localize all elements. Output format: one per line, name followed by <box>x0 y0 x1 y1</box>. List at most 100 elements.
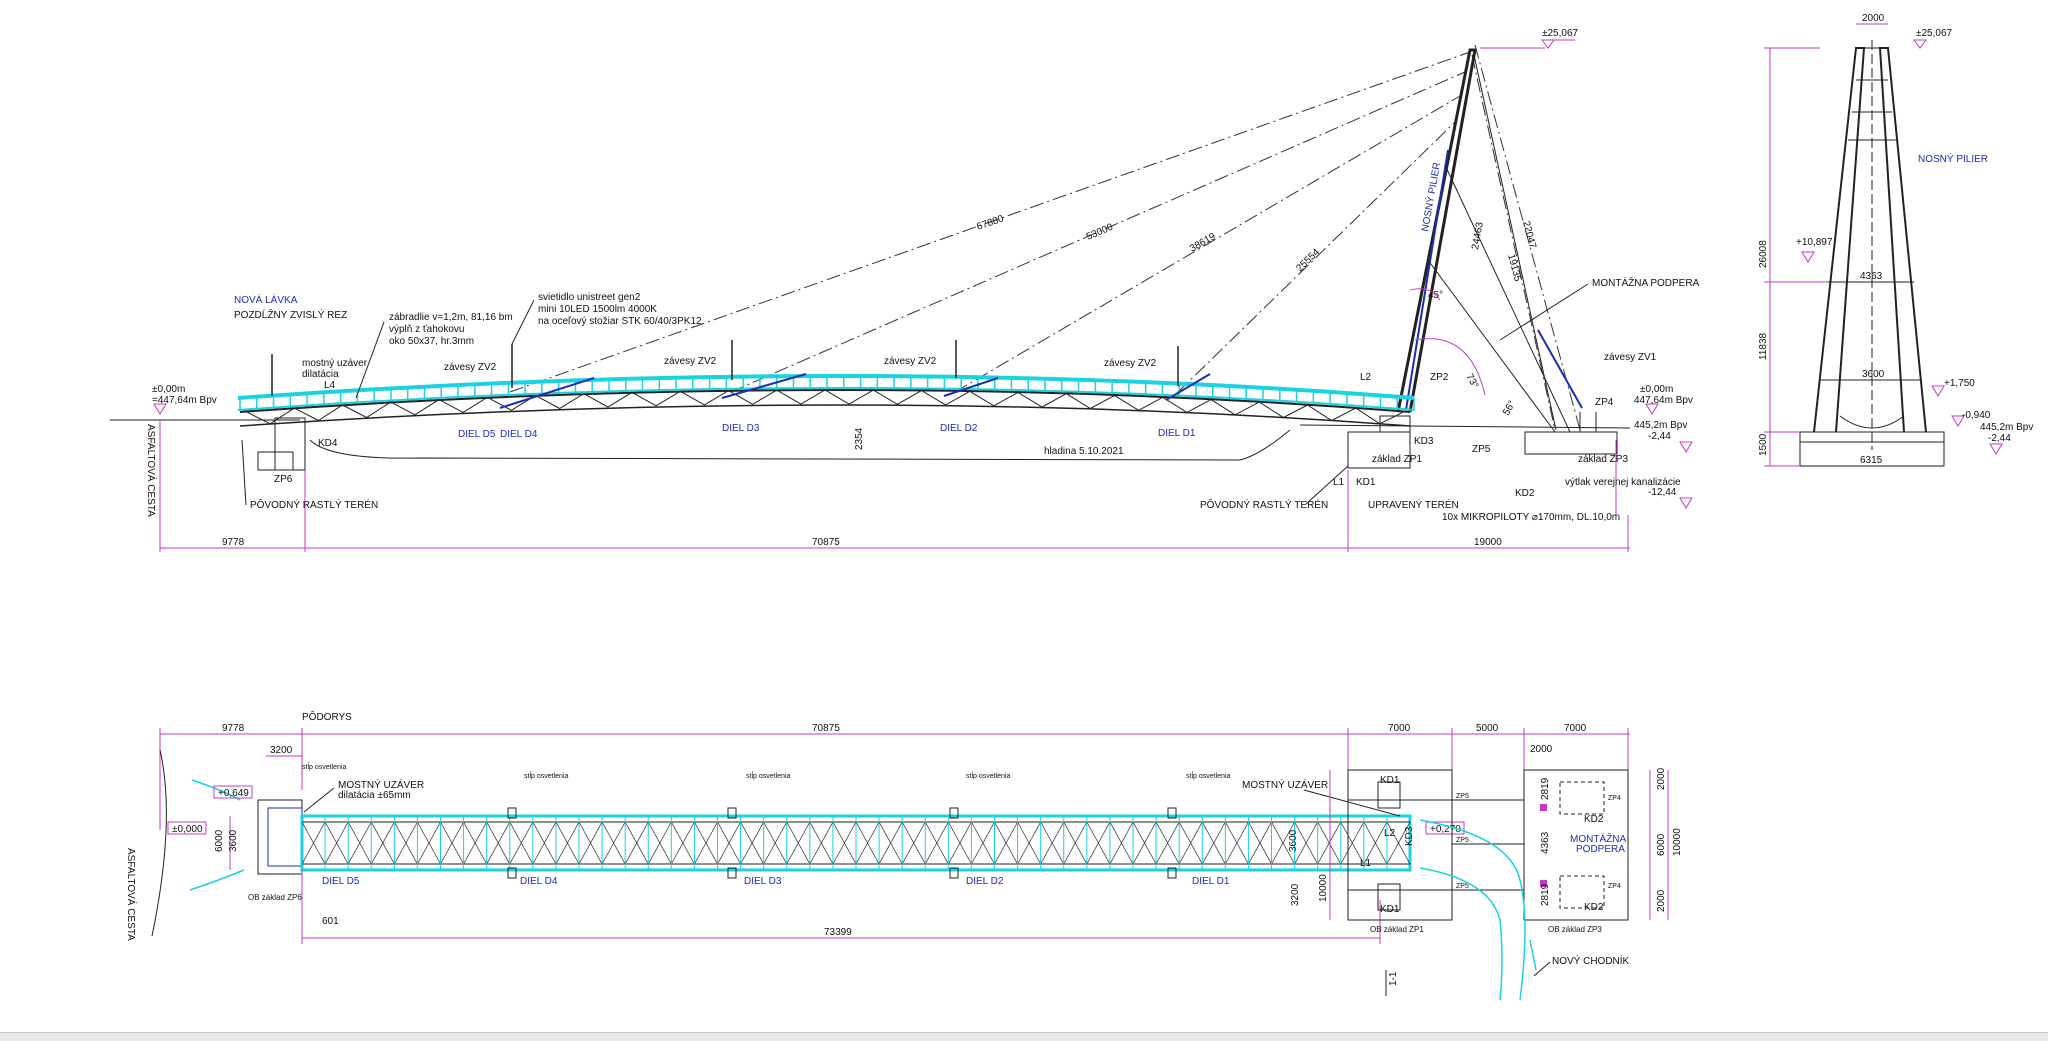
light-pole-4: stĺp osvetlenia <box>966 771 1010 780</box>
mounting-support-plan-2: PODPERA <box>1576 844 1625 855</box>
plan-truss <box>301 816 1411 870</box>
pylon-level-neg-1: -0,940 <box>1962 410 1991 421</box>
zp5-2: ZP5 <box>1456 837 1469 844</box>
right-zero-2: 447,64m Bpv <box>1634 395 1693 406</box>
left-zero-1: ±0,00m <box>152 384 185 395</box>
hangers-zv1: závesy ZV1 <box>1604 352 1657 363</box>
right-level-2a: 445,2m Bpv <box>1634 420 1687 431</box>
label-L2: L2 <box>1360 372 1372 383</box>
pylon-width-6315: 6315 <box>1860 455 1883 466</box>
plan-dim-70875: 70875 <box>812 723 840 734</box>
pylon-dim-1: 24463 <box>1470 221 1486 251</box>
railing-note-1: zábradlie v=1,2m, 81,16 bm <box>389 312 513 323</box>
dim-70875: 70875 <box>812 537 840 548</box>
side-dim-6000-right: 6000 <box>1656 833 1667 856</box>
right-zero-mark <box>1645 403 1659 415</box>
hangers <box>499 373 1211 409</box>
expansion-right: MOSTNÝ UZÁVER <box>1242 778 1328 791</box>
new-sidewalk: NOVÝ CHODNÍK <box>1552 954 1630 967</box>
light-pole-2: stĺp osvetlenia <box>524 771 568 780</box>
sewer-note: výtlak verejnej kanalizácie <box>1565 477 1681 488</box>
segment-d4: DIEL D4 <box>500 429 538 440</box>
light-pole-1: stĺp osvetlenia <box>302 762 346 771</box>
pylon <box>1396 48 1583 433</box>
plan-segment-d1: DIEL D1 <box>1192 876 1230 887</box>
plan-dim-3200: 3200 <box>270 745 293 756</box>
foundation-right: OB základ ZP3 <box>1548 925 1602 934</box>
label-ZP2: ZP2 <box>1430 372 1449 383</box>
right-terrain <box>1299 424 1631 429</box>
left-zero-2: =447,64m Bpv <box>152 395 217 406</box>
segment-d5: DIEL D5 <box>458 429 496 440</box>
zp4-1: ZP4 <box>1608 795 1621 802</box>
light-note-3: na oceľový stožiar STK 60/40/3PK12 <box>538 316 702 327</box>
plan-dim-601: 601 <box>322 916 339 927</box>
top-level-mark <box>1480 39 1575 49</box>
label-KD1: KD1 <box>1356 477 1376 488</box>
side-dim-2819-b: 2819 <box>1540 883 1551 906</box>
cable-length-1: 67880 <box>975 213 1005 233</box>
cable-length-3: 38619 <box>1188 231 1218 255</box>
hangers-zv2-3: závesy ZV2 <box>884 356 937 367</box>
side-dim-6000-left: 6000 <box>214 829 225 852</box>
zp4-2: ZP4 <box>1608 883 1621 890</box>
label-zaklad-ZP1: základ ZP1 <box>1372 454 1422 465</box>
elevation-dimension-line <box>159 420 1630 552</box>
l1-plan: L1 <box>1360 858 1372 869</box>
expansion-note-2: dilatácia <box>302 369 339 380</box>
zp5-1: ZP5 <box>1456 793 1469 800</box>
label-KD4: KD4 <box>318 438 338 449</box>
hangers-zv2-2: závesy ZV2 <box>664 356 717 367</box>
label-ZP6: ZP6 <box>274 474 293 485</box>
elevation-view: 67880 53000 38619 25554 NOSNÝ PILIER 244… <box>110 28 1700 552</box>
elevation-title: NOVÁ LÁVKA <box>234 293 298 306</box>
left-abutment <box>257 417 306 471</box>
plan-left-abutment <box>257 799 303 875</box>
right-level-3-mark <box>1679 497 1693 509</box>
mounting-support-label: MONTÁŽNA PODPERA <box>1592 276 1700 289</box>
side-dim-2000-c: 2000 <box>1656 767 1667 790</box>
kd2-top: KD2 <box>1584 814 1604 825</box>
expansion-note-1: mostný uzáver <box>302 358 368 369</box>
water-level: hladina 5.10.2021 <box>1044 446 1124 457</box>
plan-dim-73399: 73399 <box>824 927 852 938</box>
pylon-level-mid: +10,897 <box>1796 237 1833 248</box>
original-terrain-left: PÔVODNÝ RASTLÝ TERÉN <box>250 498 378 511</box>
right-zero-1: ±0,00m <box>1640 384 1673 395</box>
angle-3: 56° <box>1501 399 1518 418</box>
section-mark: 1-1 <box>1388 971 1399 986</box>
elevation-subtitle: POZDĹŽNY ZVISLÝ REZ <box>234 308 347 321</box>
plan-segment-d5: DIEL D5 <box>322 876 360 887</box>
bottom-scrollbar[interactable] <box>0 1032 2048 1041</box>
label-zaklad-ZP3: základ ZP3 <box>1578 454 1628 465</box>
label-ZP5: ZP5 <box>1472 444 1491 455</box>
pylon-height-11838: 11838 <box>1758 332 1769 360</box>
railing-note-3: oko 50x37, hr.3mm <box>389 336 474 347</box>
plan-level-1: +0,649 <box>218 788 249 799</box>
pylon-dim-3: 19135 <box>1505 253 1523 283</box>
segment-d2: DIEL D2 <box>940 423 978 434</box>
kd1-top: KD1 <box>1380 775 1400 786</box>
side-dim-2000-a: 2000 <box>1530 744 1553 755</box>
right-level-3: -12,44 <box>1648 487 1677 498</box>
plan-right-abutment <box>1347 769 1453 921</box>
plan-mounting-support <box>1523 769 1629 921</box>
road-label: ASFALTOVÁ CESTA <box>145 424 158 517</box>
original-terrain-right: PÔVODNÝ RASTLÝ TERÉN <box>1200 498 1328 511</box>
hangers-zv2-4: závesy ZV2 <box>1104 358 1157 369</box>
plan-road-label: ASFALTOVÁ CESTA <box>125 848 138 941</box>
label-L1: L1 <box>1333 477 1345 488</box>
foundation-left: OB základ ZP6 <box>248 893 302 902</box>
dim-9778: 9778 <box>222 537 245 548</box>
l2-plan: L2 <box>1384 828 1396 839</box>
label-KD3: KD3 <box>1414 436 1434 447</box>
plan-dim-7000a: 7000 <box>1388 723 1411 734</box>
new-sidewalk-path <box>1419 819 1526 1001</box>
cable-length-4: 25554 <box>1294 247 1322 275</box>
plan-level-2: ±0,000 <box>172 824 203 835</box>
dim-19000: 19000 <box>1474 537 1502 548</box>
top-level-value: ±25,067 <box>1542 28 1579 39</box>
side-dim-2000-b: 2000 <box>1656 889 1667 912</box>
foundation-mid: OB základ ZP1 <box>1370 925 1424 934</box>
